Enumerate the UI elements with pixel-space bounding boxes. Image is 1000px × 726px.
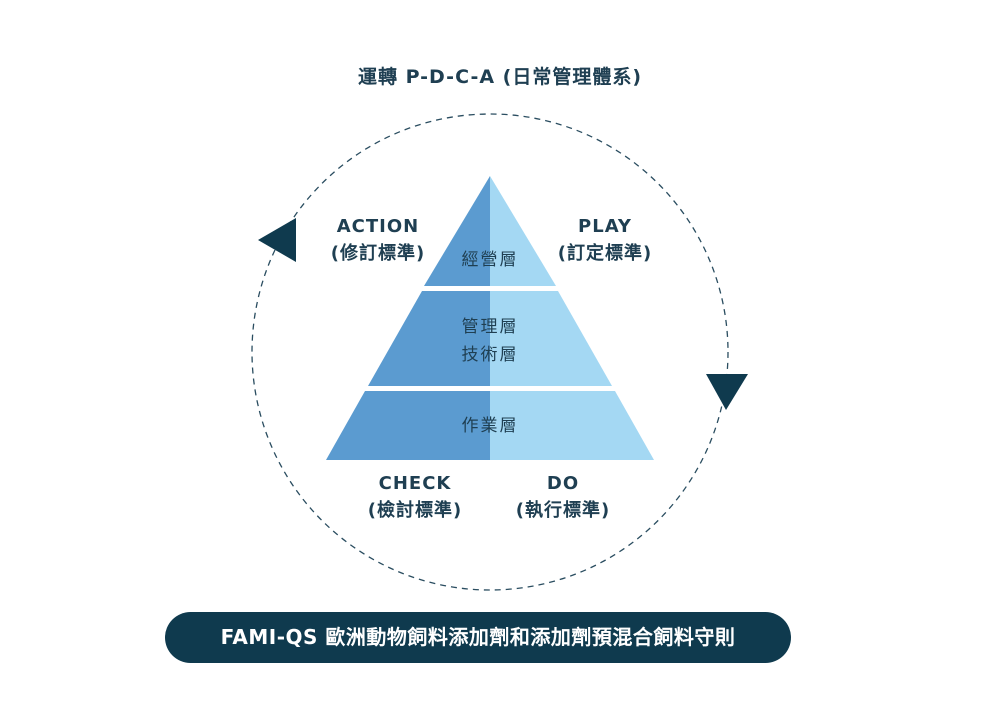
quadrant-do-sub: (執行標準) [515,500,611,521]
pyramid-bottom-left [326,391,490,460]
pyramid-top-left [424,176,490,286]
quadrant-action: ACTION (修訂標準) [318,213,438,267]
pyramid-middle-left [368,291,490,386]
quadrant-action-label: ACTION [336,216,420,237]
pyramid-middle-right [490,291,612,386]
quadrant-action-sub: (修訂標準) [330,243,426,264]
standard-banner: FAMI-QS 歐洲動物飼料添加劑和添加劑預混合飼料守則 [165,612,791,663]
quadrant-do-label: DO [546,473,580,494]
pyramid-bottom-right [490,391,654,460]
pyramid-top-right [490,176,556,286]
quadrant-play-label: PLAY [578,216,632,237]
quadrant-check-sub: (檢討標準) [367,500,463,521]
quadrant-check: CHECK (檢討標準) [355,470,475,524]
quadrant-check-label: CHECK [378,473,452,494]
pyramid-bottom-label: 作業層 [461,416,519,436]
diagram-title: 運轉 P-D-C-A (日常管理體系) [357,66,643,88]
quadrant-play-sub: (訂定標準) [557,243,653,264]
pyramid-top-label: 經營層 [461,250,519,270]
cycle-dashed-circle [251,113,729,591]
pyramid-middle-label: 管理層 技術層 [430,313,550,369]
cycle-arrow-left-icon [258,218,296,262]
cycle-arrow-right-icon [706,374,748,410]
pyramid-middle-label-1: 管理層 [461,317,519,337]
quadrant-do: DO (執行標準) [503,470,623,524]
quadrant-play: PLAY (訂定標準) [545,213,665,267]
pyramid-middle-label-2: 技術層 [461,345,519,365]
